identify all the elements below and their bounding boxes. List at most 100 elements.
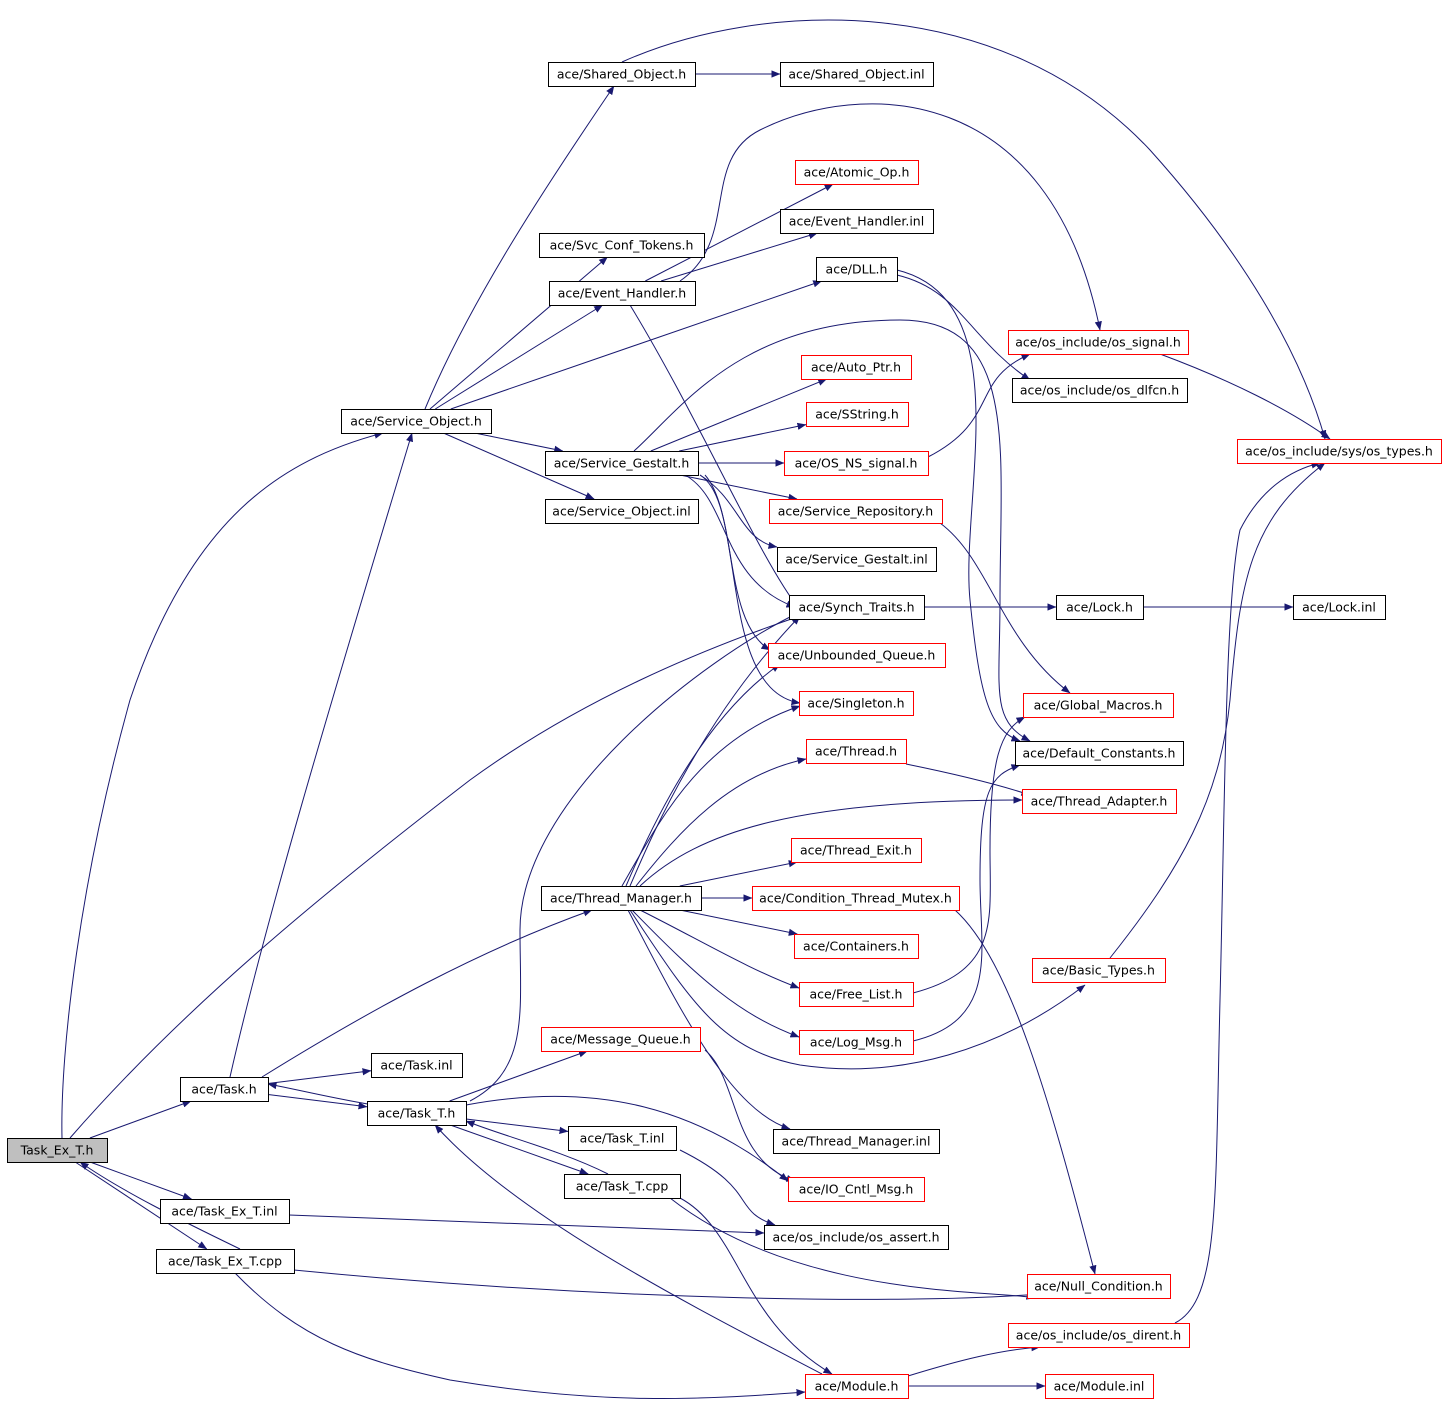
node-box	[768, 643, 946, 668]
node-unbounded-queue-h[interactable]: ace/Unbounded_Queue.h	[768, 643, 946, 668]
node-atomic-op-h[interactable]: ace/Atomic_Op.h	[795, 160, 919, 185]
node-svc-conf-tokens-h[interactable]: ace/Svc_Conf_Tokens.h	[539, 233, 705, 258]
node-label: ace/OS_NS_signal.h	[795, 456, 918, 471]
edge-service_repository_h-to-global_macros_h	[939, 522, 1071, 694]
node-os-ns-signal-h[interactable]: ace/OS_NS_signal.h	[784, 451, 929, 476]
node-thread-exit-h[interactable]: ace/Thread_Exit.h	[791, 838, 922, 863]
node-box	[1032, 958, 1166, 983]
node-message-queue-h[interactable]: ace/Message_Queue.h	[541, 1027, 701, 1052]
node-shared-object-h[interactable]: ace/Shared_Object.h	[548, 62, 696, 87]
node-thread-adapter-h[interactable]: ace/Thread_Adapter.h	[1022, 789, 1177, 814]
node-box	[1293, 595, 1386, 620]
edge-module_h-to-os_dirent_h	[907, 1344, 1041, 1377]
node-thread-h[interactable]: ace/Thread.h	[806, 739, 907, 764]
node-box	[367, 1101, 467, 1126]
node-thread-manager-h[interactable]: ace/Thread_Manager.h	[541, 886, 702, 911]
node-box	[564, 1174, 681, 1199]
edge-free_list_h-to-global_macros_h	[912, 716, 1026, 994]
node-label: ace/Task_Ex_T.inl	[171, 1204, 277, 1219]
node-label: ace/Thread_Exit.h	[800, 843, 912, 858]
node-label: ace/Unbounded_Queue.h	[778, 648, 936, 663]
node-box	[806, 402, 909, 427]
node-condition-thread-mutex-h[interactable]: ace/Condition_Thread_Mutex.h	[752, 886, 960, 911]
edge-task_t_cpp-to-null_condition_h	[669, 1197, 1036, 1300]
edge-service_gestalt_h-to-service_repository_h	[679, 474, 798, 501]
node-basic-types-h[interactable]: ace/Basic_Types.h	[1032, 958, 1166, 983]
node-global-macros-h[interactable]: ace/Global_Macros.h	[1023, 693, 1174, 718]
node-lock-inl[interactable]: ace/Lock.inl	[1293, 595, 1386, 620]
node-box	[545, 499, 699, 524]
edge-thread_manager_h-to-containers_h	[679, 909, 798, 936]
edge-module_h-to-task_t_h	[434, 1124, 823, 1375]
edge-dll_h-to-default_constants_h	[896, 269, 1021, 742]
node-auto-ptr-h[interactable]: ace/Auto_Ptr.h	[801, 355, 912, 380]
edge-task_h-to-task_t_h	[267, 1094, 368, 1110]
node-box	[1045, 1374, 1154, 1399]
edge-thread_manager_h-to-log_msg_h	[631, 909, 800, 1038]
node-box	[806, 739, 907, 764]
node-label: ace/Null_Condition.h	[1034, 1279, 1162, 1294]
node-task-h[interactable]: ace/Task.h	[180, 1077, 269, 1102]
node-label: ace/Singleton.h	[807, 696, 904, 711]
node-task-ex-t-inl[interactable]: ace/Task_Ex_T.inl	[160, 1199, 290, 1224]
edge-root-to-task_ex_t_cpp	[74, 1161, 208, 1250]
node-io-cntl-msg-h[interactable]: ace/IO_Cntl_Msg.h	[788, 1177, 925, 1202]
node-service-object-inl[interactable]: ace/Service_Object.inl	[545, 499, 699, 524]
node-dll-h[interactable]: ace/DLL.h	[816, 257, 898, 282]
node-module-inl[interactable]: ace/Module.inl	[1045, 1374, 1154, 1399]
node-task-inl[interactable]: ace/Task.inl	[371, 1053, 463, 1078]
node-os-types-h[interactable]: ace/os_include/sys/os_types.h	[1237, 439, 1442, 464]
node-box	[788, 1177, 925, 1202]
node-task-t-cpp[interactable]: ace/Task_T.cpp	[564, 1174, 681, 1199]
edge-basic_types_h-to-os_types_h	[1109, 462, 1326, 959]
node-box	[752, 886, 960, 911]
node-os-assert-h[interactable]: ace/os_include/os_assert.h	[764, 1225, 949, 1250]
node-box	[1237, 439, 1442, 464]
edge-service_object_h-to-service_gestalt_h	[474, 432, 564, 453]
edge-service_gestalt_h-to-default_constants_h	[633, 319, 1031, 742]
node-default-constants-h[interactable]: ace/Default_Constants.h	[1015, 741, 1184, 766]
node-os-dlfcn-h[interactable]: ace/os_include/os_dlfcn.h	[1012, 378, 1188, 403]
node-label: ace/Thread_Manager.h	[550, 891, 692, 906]
node-log-msg-h[interactable]: ace/Log_Msg.h	[799, 1030, 914, 1055]
edge-service_gestalt_h-to-auto_ptr_h	[650, 378, 828, 452]
edge-task_t_h-to-synch_traits_h	[469, 611, 801, 1102]
node-null-condition-h[interactable]: ace/Null_Condition.h	[1027, 1274, 1171, 1299]
node-root[interactable]: Task_Ex_T.h	[7, 1138, 108, 1163]
node-label: ace/os_include/os_signal.h	[1015, 335, 1181, 350]
node-service-gestalt-inl[interactable]: ace/Service_Gestalt.inl	[777, 547, 937, 572]
node-box	[799, 1030, 914, 1055]
node-label: ace/Module.h	[815, 1379, 899, 1394]
node-os-dirent-h[interactable]: ace/os_include/os_dirent.h	[1008, 1323, 1190, 1348]
node-service-gestalt-h[interactable]: ace/Service_Gestalt.h	[545, 451, 699, 476]
node-box	[1023, 693, 1174, 718]
node-shared-object-inl[interactable]: ace/Shared_Object.inl	[780, 62, 934, 87]
node-os-signal-h[interactable]: ace/os_include/os_signal.h	[1008, 330, 1189, 355]
node-sstring-h[interactable]: ace/SString.h	[806, 402, 909, 427]
node-service-object-h[interactable]: ace/Service_Object.h	[341, 409, 492, 434]
node-box	[791, 838, 922, 863]
node-task-t-inl[interactable]: ace/Task_T.inl	[568, 1126, 677, 1151]
node-thread-manager-inl[interactable]: ace/Thread_Manager.inl	[773, 1129, 940, 1154]
node-label: ace/Thread.h	[815, 744, 897, 759]
node-task-t-h[interactable]: ace/Task_T.h	[367, 1101, 467, 1126]
node-box	[1012, 378, 1188, 403]
node-box	[780, 209, 934, 234]
node-box	[1015, 741, 1184, 766]
edge-thread_manager_h-to-singleton_h	[621, 705, 801, 887]
node-service-repository-h[interactable]: ace/Service_Repository.h	[769, 499, 943, 524]
node-lock-h[interactable]: ace/Lock.h	[1056, 595, 1144, 620]
node-label: ace/Shared_Object.inl	[788, 67, 924, 82]
node-synch-traits-h[interactable]: ace/Synch_Traits.h	[789, 595, 925, 620]
node-task-ex-t-cpp[interactable]: ace/Task_Ex_T.cpp	[156, 1249, 295, 1274]
node-event-handler-inl[interactable]: ace/Event_Handler.inl	[780, 209, 934, 234]
edge-thread_manager_h-to-basic_types_h	[629, 909, 1086, 1070]
node-label: ace/DLL.h	[826, 262, 888, 277]
node-free-list-h[interactable]: ace/Free_List.h	[799, 982, 914, 1007]
node-module-h[interactable]: ace/Module.h	[805, 1374, 909, 1399]
node-singleton-h[interactable]: ace/Singleton.h	[799, 691, 914, 716]
node-containers-h[interactable]: ace/Containers.h	[794, 934, 919, 959]
edge-task_h-to-thread_manager_h	[261, 909, 593, 1078]
node-event-handler-h[interactable]: ace/Event_Handler.h	[549, 281, 696, 306]
